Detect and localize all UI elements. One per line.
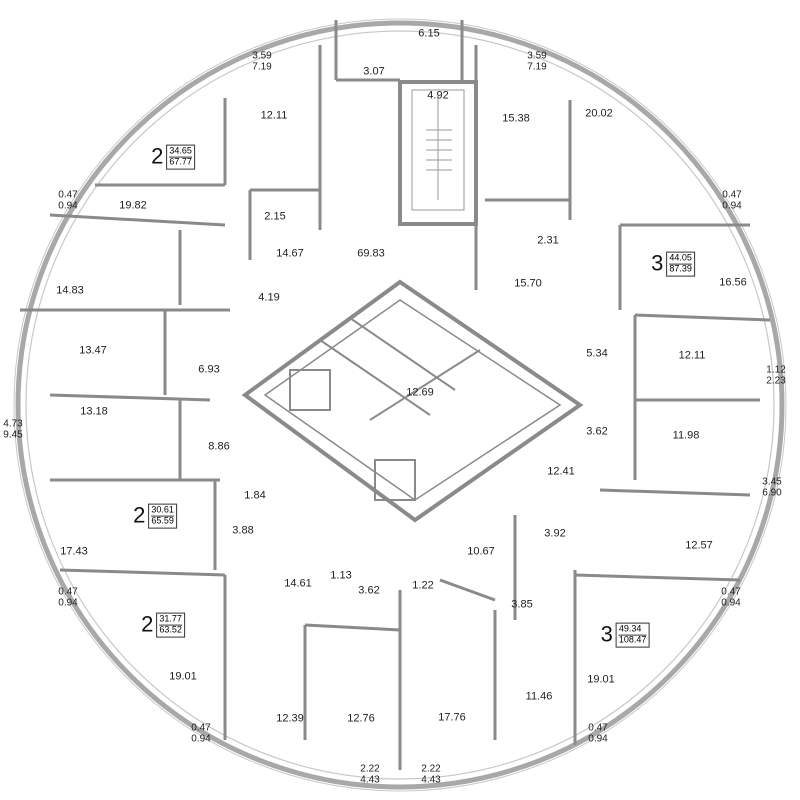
room-area: 14.83 <box>56 284 84 297</box>
room-area: 1.13 <box>330 569 352 582</box>
room-area: 12.76 <box>347 712 375 725</box>
total-area: 63.52 <box>159 624 182 635</box>
room-area: 12.11 <box>678 349 706 362</box>
total-area: 108.47 <box>618 634 647 645</box>
room-area: 14.67 <box>276 247 304 260</box>
interior-walls <box>20 20 771 770</box>
room-area: 11.46 <box>525 690 553 703</box>
living-area: 49.34 <box>618 624 647 636</box>
room-area: 3.62 <box>358 584 380 597</box>
room-area: 2.31 <box>537 234 559 247</box>
room-count: 3 <box>600 622 613 647</box>
living-area: 30.61 <box>151 504 174 517</box>
room-area: 12.39 <box>276 712 304 725</box>
room-area: 10.67 <box>467 545 495 558</box>
room-area: 12.57 <box>685 539 713 552</box>
living-area: 34.65 <box>169 145 192 158</box>
room-area: 20.02 <box>585 107 613 120</box>
room-area: 12.41 <box>547 465 575 478</box>
room-area: 4.19 <box>258 291 280 304</box>
room-count: 2 <box>133 503 146 528</box>
room-area: 3.07 <box>363 65 385 78</box>
living-area: 44.05 <box>669 252 692 265</box>
room-area: 19.01 <box>169 670 197 683</box>
room-count: 2 <box>141 612 154 637</box>
room-area: 8.86 <box>208 440 230 453</box>
total-area: 87.39 <box>669 263 692 274</box>
room-area: 12.69 <box>406 386 434 399</box>
total-area: 67.77 <box>169 156 192 167</box>
room-area: 6.93 <box>198 363 220 376</box>
room-area: 5.34 <box>586 347 608 360</box>
room-area: 17.43 <box>60 545 88 558</box>
room-area: 1.22 <box>412 579 434 592</box>
room-area: 3.85 <box>511 598 533 611</box>
total-area: 65.59 <box>151 515 174 526</box>
room-area: 11.98 <box>672 429 700 442</box>
room-count: 3 <box>651 251 664 276</box>
room-area: 14.61 <box>284 577 312 590</box>
room-area: 12.11 <box>260 109 288 122</box>
room-area: 69.83 <box>357 247 385 260</box>
room-area: 1.84 <box>244 489 266 502</box>
room-area: 3.88 <box>232 524 254 537</box>
living-area: 31.77 <box>159 613 182 626</box>
room-area: 13.18 <box>80 405 108 418</box>
outer-wall <box>13 18 787 792</box>
room-area: 6.15 <box>418 27 440 40</box>
room-area: 19.01 <box>587 673 615 686</box>
central-core <box>241 279 584 523</box>
room-area: 3.92 <box>544 527 566 540</box>
room-area: 2.15 <box>264 210 286 223</box>
room-area: 15.38 <box>502 112 530 125</box>
room-area: 13.47 <box>79 344 107 357</box>
stair-well <box>411 89 465 211</box>
room-area: 4.92 <box>427 89 449 102</box>
room-area: 3.62 <box>586 425 608 438</box>
room-area: 15.70 <box>514 277 542 290</box>
room-area: 17.76 <box>438 711 466 724</box>
room-area: 16.56 <box>719 276 747 289</box>
room-count: 2 <box>151 144 164 169</box>
room-area: 19.82 <box>119 199 147 212</box>
